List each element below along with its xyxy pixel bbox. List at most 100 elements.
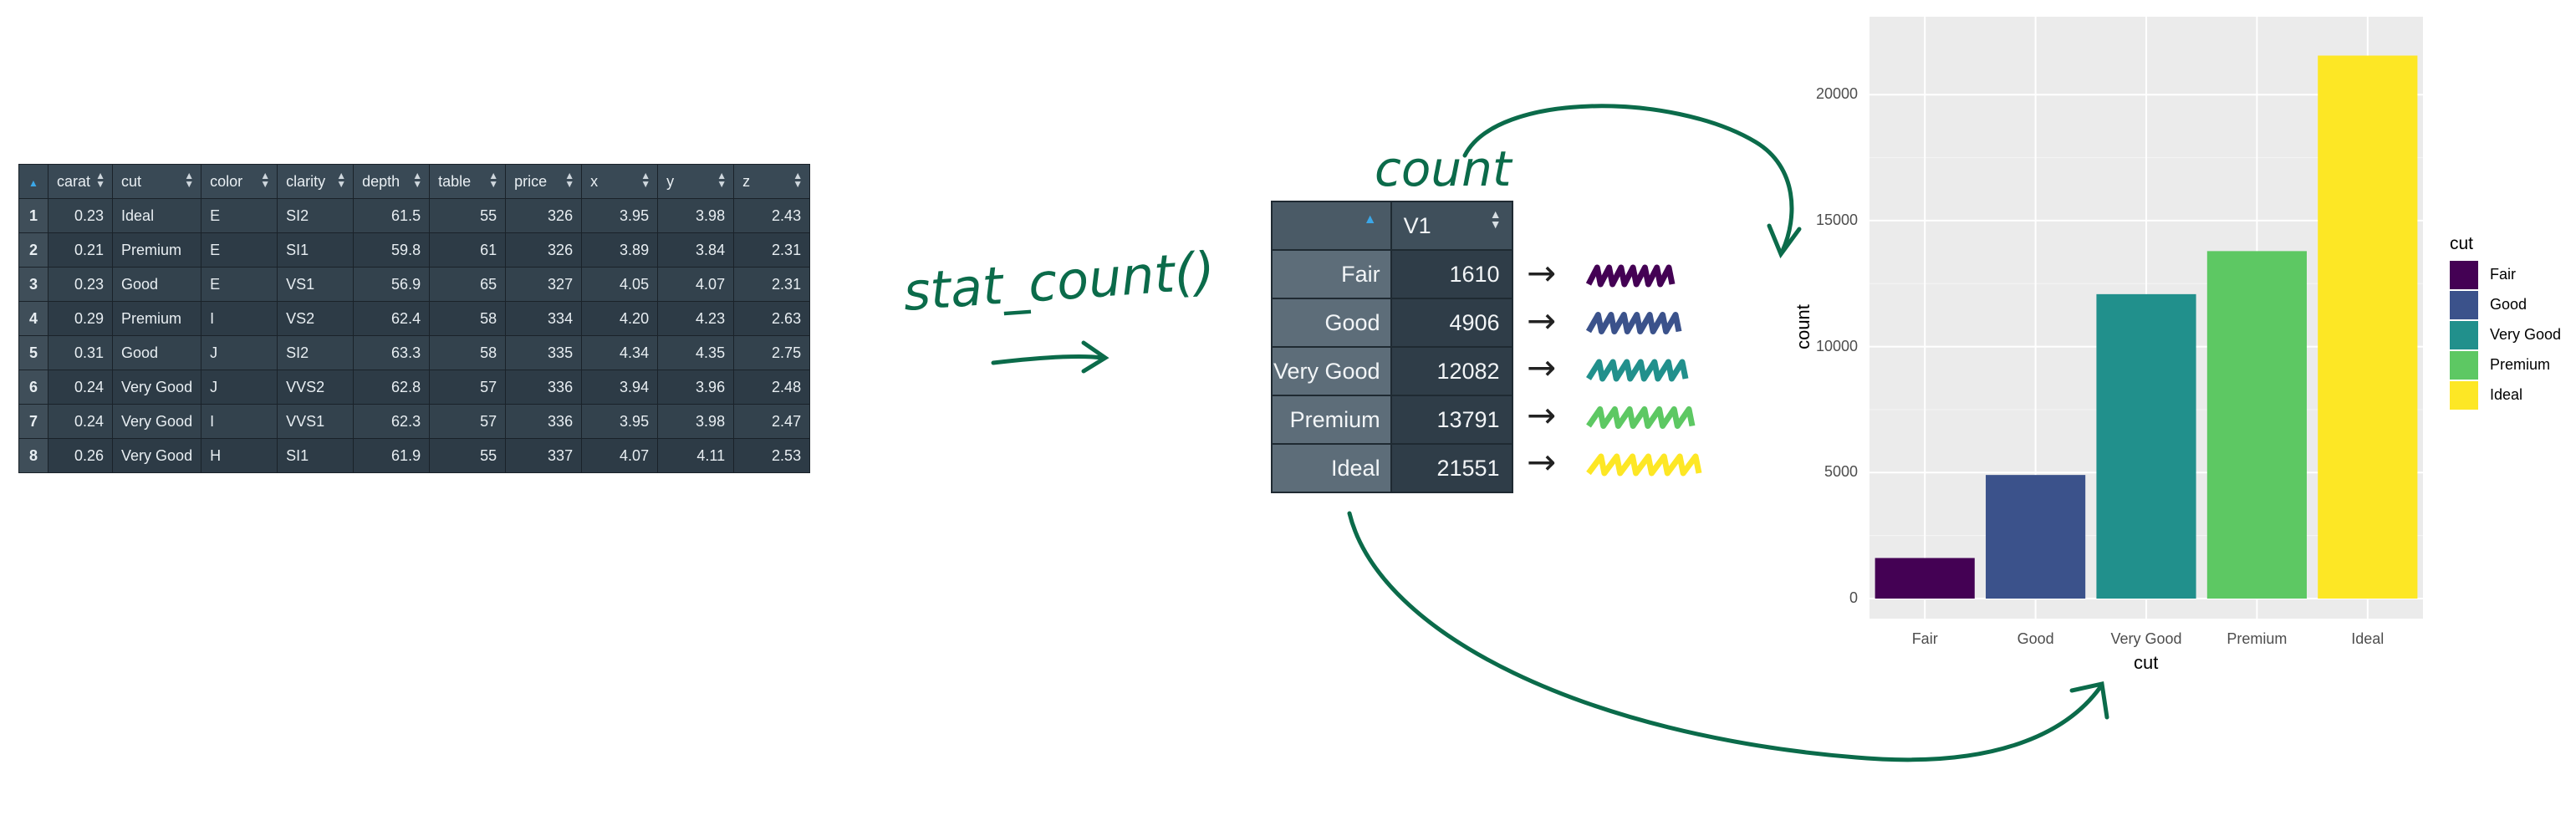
column-header-label: clarity (286, 172, 326, 190)
sort-icon: ▲▼ (793, 170, 803, 190)
color-scribble (1586, 359, 1689, 382)
column-header[interactable]: z ▲▼ (733, 164, 811, 199)
table-cell: Very Good (112, 438, 202, 473)
count-table-corner-header[interactable]: ▲ (1271, 201, 1392, 251)
table-cell: SI1 (277, 438, 355, 473)
column-header[interactable]: depth▲▼ (353, 164, 431, 199)
table-cell: 0.23 (47, 267, 114, 302)
legend-key (2450, 261, 2478, 289)
table-cell: 57 (429, 370, 507, 405)
column-header[interactable]: clarity ▲▼ (277, 164, 355, 199)
table-cell: SI2 (277, 335, 355, 370)
table-cell: 2.47 (733, 404, 811, 439)
y-tick-label: 20000 (1815, 85, 1858, 103)
sort-icon: ▲▼ (260, 170, 271, 190)
table-cell: 55 (429, 438, 507, 473)
table-cell: I (201, 404, 278, 439)
table-cell: Very Good (112, 404, 202, 439)
count-label: count (1375, 140, 1512, 197)
bar-chart (1870, 17, 2423, 619)
x-tick-label: Fair (1911, 630, 1938, 647)
y-tick-label: 15000 (1815, 211, 1858, 228)
sort-icon: ▲▼ (488, 170, 499, 190)
legend-label: Very Good (2490, 326, 2562, 343)
column-header[interactable]: cut▲▼ (112, 164, 202, 199)
table-cell: 2.31 (733, 232, 811, 268)
table-cell: 4.35 (657, 335, 735, 370)
table-to-chart-arrowhead (2069, 681, 2109, 720)
column-header-label: x (590, 172, 599, 190)
column-header[interactable]: y▲▼ (657, 164, 735, 199)
legend-label: Premium (2490, 356, 2551, 373)
x-axis-title: cut (2134, 652, 2159, 673)
right-arrow-icon: → (1527, 252, 1557, 293)
legend-key (2450, 321, 2478, 349)
table-cell: Ideal (112, 198, 202, 233)
count-to-chart-arrowhead (1767, 223, 1802, 259)
table-cell: 55 (429, 198, 507, 233)
table-cell: 337 (505, 438, 583, 473)
column-header[interactable]: x▲▼ (581, 164, 659, 199)
column-header[interactable]: carat▲▼ (47, 164, 114, 199)
table-cell: 4.11 (657, 438, 735, 473)
table-cell: Good (112, 335, 202, 370)
table-cell: E (201, 232, 278, 268)
sort-ascending-icon: ▲ (28, 176, 38, 189)
sort-icon: ▲▼ (1489, 207, 1502, 231)
legend-title: cut (2450, 234, 2474, 253)
row-number: 7 (18, 404, 48, 439)
table-cell: 3.98 (657, 404, 735, 439)
color-scribbles (1585, 264, 1702, 477)
count-row-value: 13791 (1390, 395, 1513, 445)
row-number: 3 (18, 267, 48, 302)
table-cell: 61.5 (353, 198, 431, 233)
table-cell: 61.9 (353, 438, 431, 473)
table-cell: 0.21 (47, 232, 114, 268)
table-cell: H (201, 438, 278, 473)
column-header[interactable]: price▲▼ (505, 164, 583, 199)
x-tick-label: Good (2017, 630, 2054, 647)
count-row-label: Premium (1271, 395, 1392, 445)
color-scribble (1586, 453, 1702, 477)
column-header[interactable]: color▲▼ (201, 164, 278, 199)
legend-key (2450, 291, 2478, 319)
column-header-label: price (514, 172, 548, 190)
table-cell: 4.07 (581, 438, 659, 473)
table-cell: 336 (505, 370, 583, 405)
table-cell: 326 (505, 232, 583, 268)
table-cell: 2.63 (733, 301, 811, 336)
legend-label: Ideal (2490, 386, 2523, 403)
column-header-label: carat (57, 172, 91, 190)
table-cell: VS1 (277, 267, 355, 302)
table-cell: 327 (505, 267, 583, 302)
color-scribble (1585, 264, 1676, 288)
row-number: 4 (18, 301, 48, 336)
row-number: 1 (18, 198, 48, 233)
bar-fair (1875, 558, 1975, 599)
y-tick-label: 5000 (1824, 463, 1858, 481)
sort-icon: ▲▼ (336, 170, 347, 190)
table-cell: 63.3 (353, 335, 431, 370)
count-row-value: 12082 (1390, 346, 1513, 396)
table-cell: 4.05 (581, 267, 659, 302)
y-tick-label: 0 (1849, 589, 1858, 606)
row-index-header[interactable]: ▲ (18, 164, 48, 199)
right-arrow-icon: → (1527, 299, 1557, 341)
column-header[interactable]: table▲▼ (429, 164, 507, 199)
table-cell: 0.31 (47, 335, 114, 370)
table-cell: E (201, 267, 278, 302)
sort-icon: ▲▼ (412, 170, 423, 190)
y-tick-label: 10000 (1815, 337, 1858, 354)
row-number: 5 (18, 335, 48, 370)
count-table-column-header[interactable]: V1▲▼ (1390, 201, 1513, 251)
column-header-label: z (742, 172, 751, 190)
table-cell: 326 (505, 198, 583, 233)
bar-good (1986, 475, 2086, 599)
column-header-label: cut (121, 172, 142, 190)
count-row-value: 21551 (1390, 443, 1513, 493)
table-cell: Good (112, 267, 202, 302)
table-to-chart-arrow (1347, 511, 2103, 762)
